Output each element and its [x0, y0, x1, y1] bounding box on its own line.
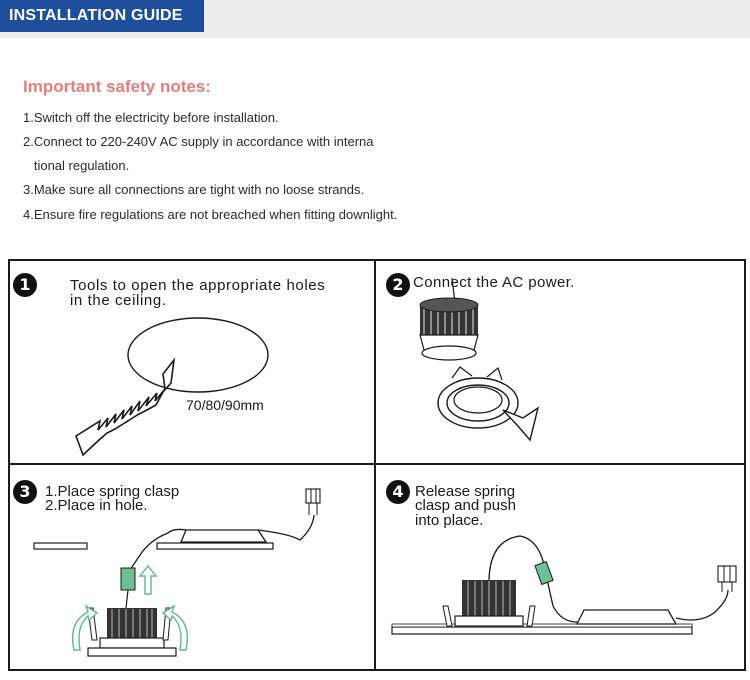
ceiling-panel-right: [156, 542, 274, 550]
safety-notes-title: Important safety notes:: [23, 77, 211, 96]
step-4-text-line1: Release spring: [415, 483, 516, 500]
driver-unit-icon: [575, 609, 678, 625]
step-4-text-line3: into place.: [415, 512, 484, 529]
terminal-block-icon-4: [717, 565, 737, 592]
green-connector-icon: [120, 567, 136, 609]
safety-note-4: 4.Ensure fire regulations are not breach…: [23, 207, 398, 222]
step-1-text-line2: in the ceiling.: [70, 292, 167, 309]
safety-note-2: 2.Connect to 220-240V AC supply in accor…: [23, 134, 374, 149]
ceiling-board-icon: [391, 626, 693, 635]
safety-note-3: 3.Make sure all connections are tight wi…: [23, 182, 365, 197]
safety-note-2-cont: tional regulation.: [23, 158, 130, 173]
hole-size-label: 70/80/90mm: [186, 397, 264, 413]
step-4-text-line2: clasp and push: [415, 497, 516, 514]
connector-icon: [534, 560, 554, 586]
steps-grid: [8, 259, 746, 671]
step-1-number: 1: [13, 273, 37, 297]
step-3-text-line2: 2.Place in hole.: [45, 497, 148, 514]
grid-divider-horizontal: [8, 463, 746, 465]
step-2-number: 2: [386, 273, 410, 297]
step-3-number: 3: [13, 480, 37, 504]
ceiling-panel-left: [33, 542, 88, 550]
step-3-text-line1: 1.Place spring clasp: [45, 483, 180, 500]
safety-note-1: 1.Switch off the electricity before inst…: [23, 110, 279, 125]
step-4-number: 4: [386, 480, 410, 504]
downlight-frame-icon: [437, 366, 540, 442]
hole-saw-icon: [75, 357, 176, 457]
curved-arrow-right-icon: [161, 604, 189, 651]
step-1-text-line1: Tools to open the appropriate holes: [70, 277, 326, 294]
led-module-icon: [419, 297, 479, 361]
terminal-block-icon: [305, 488, 321, 515]
downlight-side-view-icon: [87, 607, 177, 657]
grid-divider-vertical: [374, 259, 376, 671]
installation-guide-tab: INSTALLATION GUIDE: [0, 0, 204, 32]
curved-arrow-left-icon: [71, 604, 99, 651]
installed-downlight-icon: [442, 580, 536, 627]
up-arrow-icon: [138, 564, 158, 595]
